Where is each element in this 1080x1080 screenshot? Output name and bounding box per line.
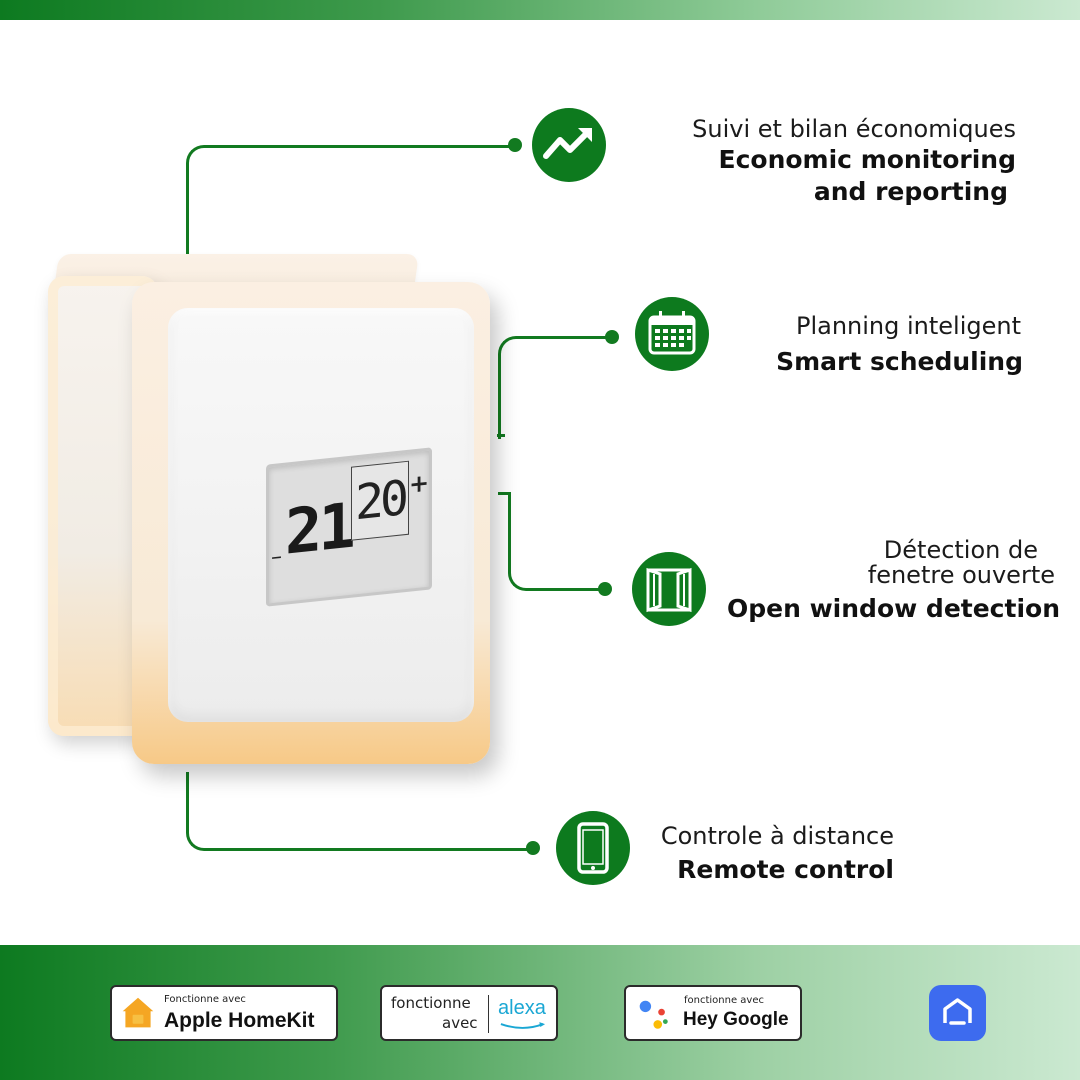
connector-remote [186, 772, 537, 851]
feature-remote-en: Remote control [677, 855, 894, 884]
top-gradient-bar [0, 0, 1080, 20]
connector-schedule [498, 336, 613, 439]
connector-economic [186, 145, 517, 284]
feature-economic-fr: Suivi et bilan économiques [692, 115, 1016, 143]
google-assistant-icon [639, 1000, 668, 1029]
alexa-badge: fonctionne avec alexa [380, 985, 558, 1041]
feature-window-fr-line1: Détection de [883, 536, 1038, 564]
window-icon [632, 552, 706, 626]
plus-indicator: + [409, 468, 430, 499]
smartphone-icon [556, 811, 630, 885]
feature-schedule-fr: Planning inteligent [795, 312, 1021, 340]
current-temperature: 21 [285, 488, 352, 569]
homekit-small-caption: Fonctionne avec [164, 994, 246, 1005]
thermostat-device: 21 20 – + [44, 246, 504, 776]
smart-home-app-icon [929, 985, 986, 1041]
trend-up-icon [532, 108, 606, 182]
calendar-icon [635, 297, 709, 371]
homekit-brand: Apple HomeKit [164, 1009, 315, 1032]
minus-indicator: – [271, 544, 282, 571]
thermostat-display: 21 20 – + [266, 447, 432, 607]
connector-dot-schedule [605, 330, 619, 344]
feature-remote-fr: Controle à distance [660, 822, 894, 850]
feature-window-fr-line2: fenetre ouverte [867, 561, 1055, 589]
google-small-caption: fonctionne avec [684, 995, 764, 1006]
alexa-smile-icon [500, 1022, 546, 1029]
set-temperature: 20 [351, 460, 409, 541]
connector-dot-window [598, 582, 612, 596]
feature-economic-en-line2: and reporting [813, 177, 1008, 206]
alexa-brand: alexa [498, 997, 546, 1019]
homekit-house-icon [122, 997, 154, 1028]
connector-dot-remote [526, 841, 540, 855]
feature-economic-en-line1: Economic monitoring [718, 145, 1017, 174]
alexa-caption-line1: fonctionne [391, 994, 471, 1012]
google-brand: Hey Google [683, 1009, 789, 1030]
connector-schedule-tick [497, 434, 505, 440]
apple-homekit-badge: Fonctionne avec Apple HomeKit [110, 985, 338, 1041]
feature-schedule-en: Smart scheduling [776, 347, 1023, 376]
connector-dot-economic [508, 138, 522, 152]
alexa-divider [488, 995, 489, 1033]
feature-window-en: Open window detection [726, 594, 1060, 623]
alexa-caption-line2: avec [442, 1014, 478, 1032]
connector-window [508, 492, 607, 591]
connector-window-tick [498, 492, 510, 498]
hey-google-badge: fonctionne avec Hey Google [624, 985, 802, 1041]
